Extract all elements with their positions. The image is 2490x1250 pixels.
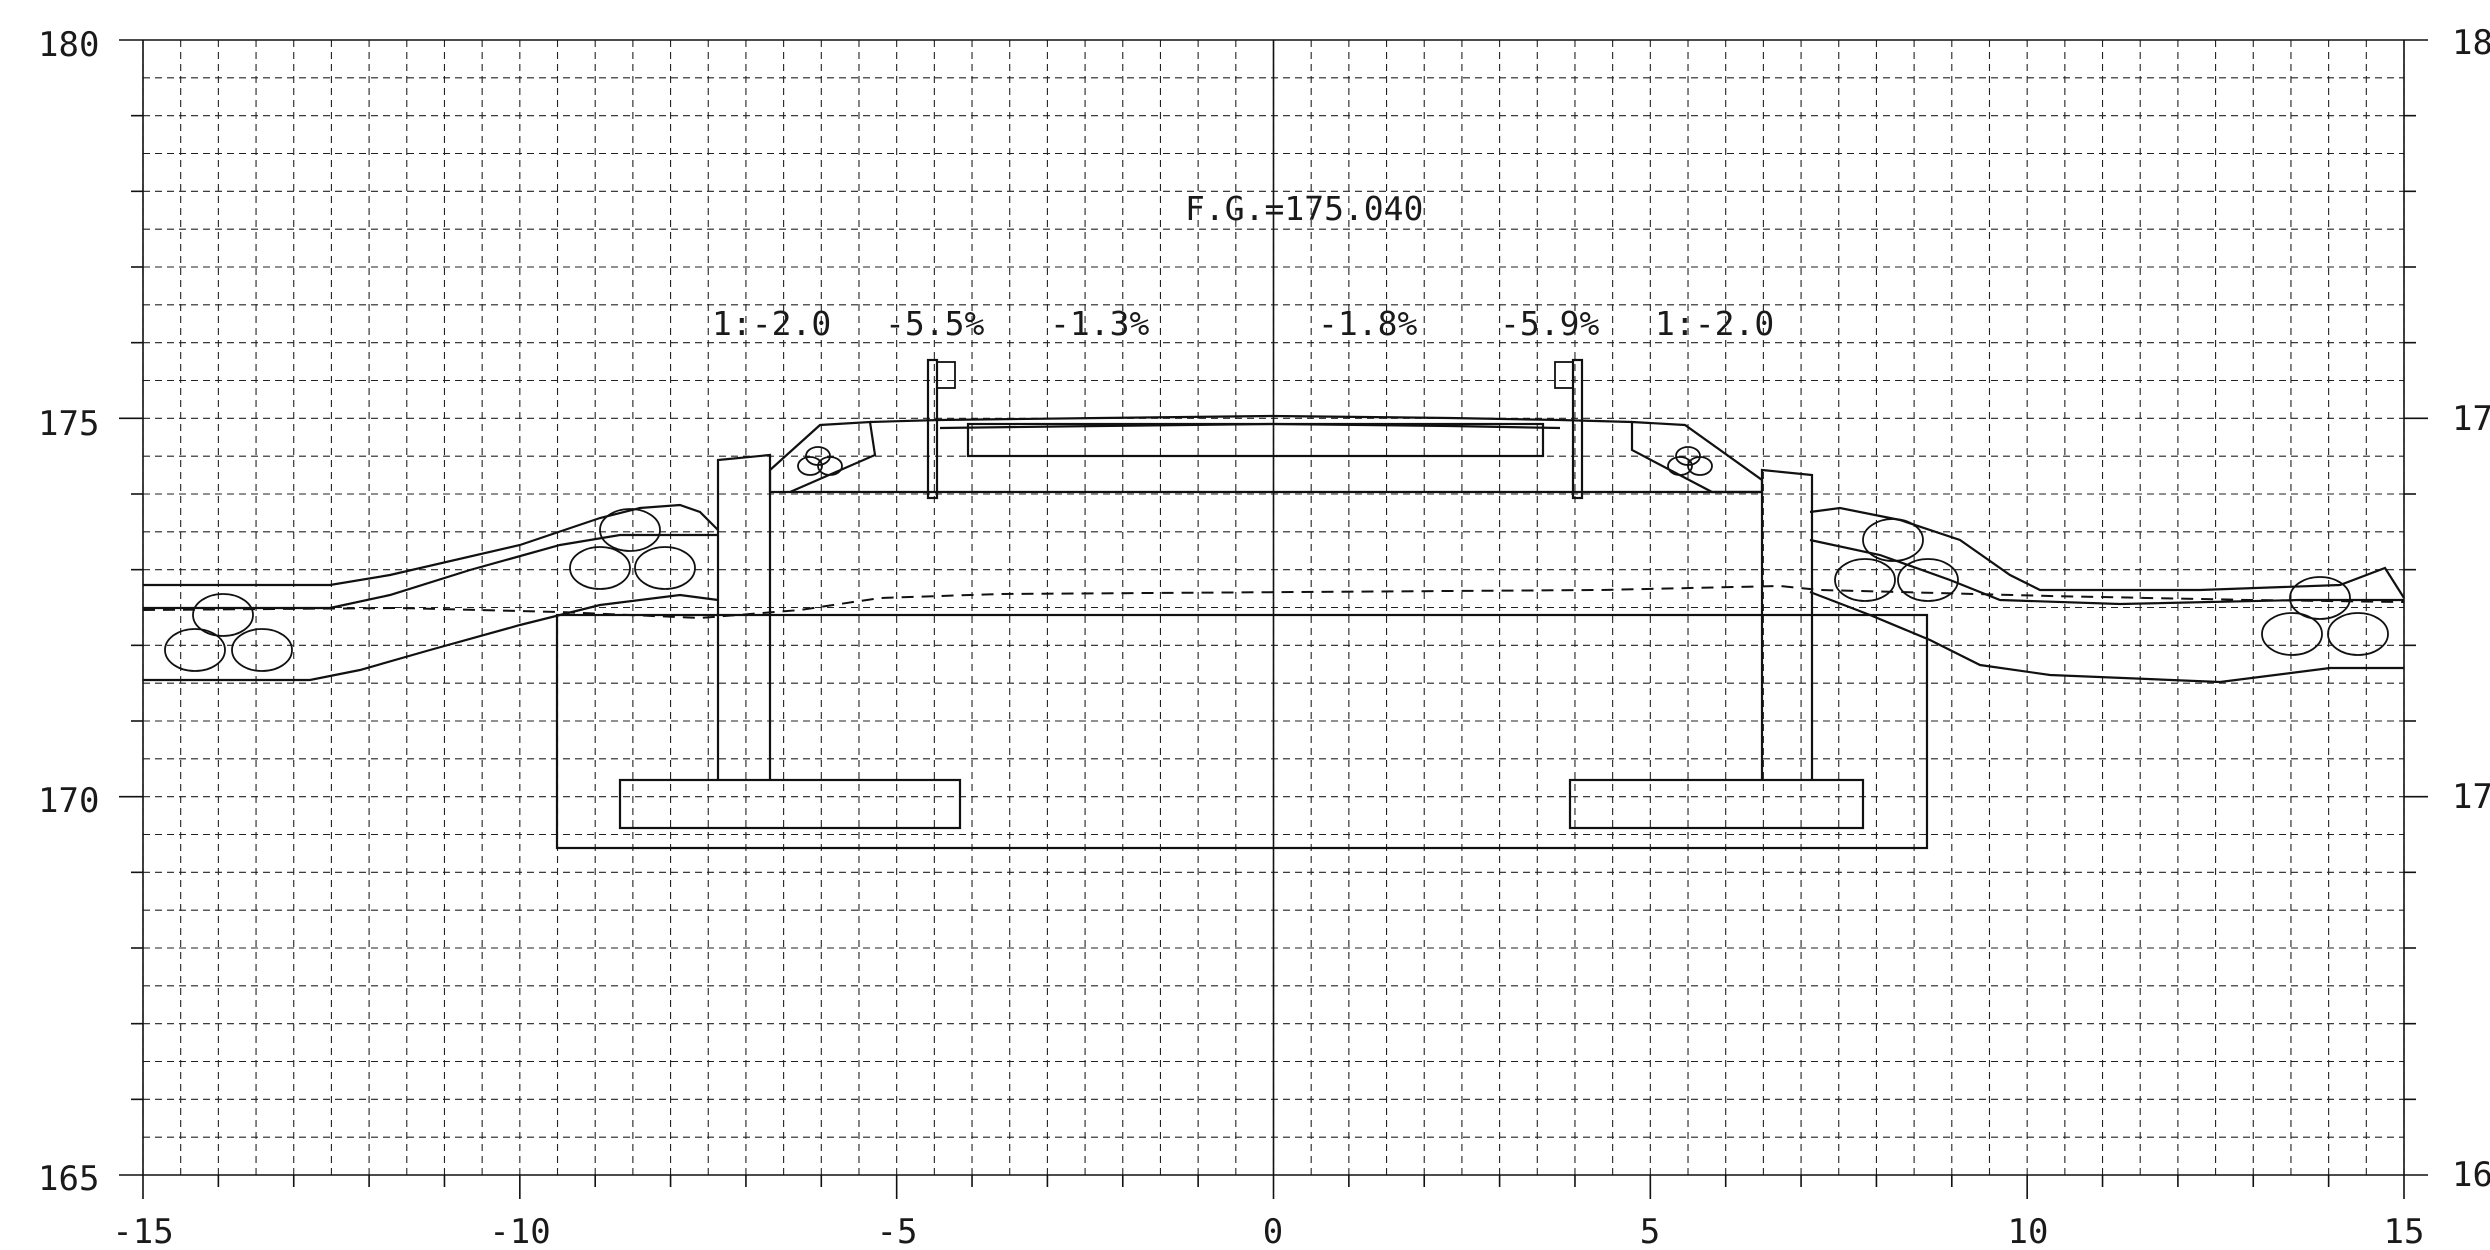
approach-slab-left: [768, 420, 877, 494]
original-ground-right: [1809, 590, 2404, 684]
y-tick-label-right: 17: [2452, 777, 2490, 817]
annotations: F.G.=175.040 1:-2.0 -5.5% -1.3% -1.8% -5…: [712, 189, 1774, 343]
abutment-wall-left: [716, 453, 772, 780]
x-axis-labels: -15 -10 -5 0 5 10 15: [112, 1212, 2424, 1250]
stone: [634, 546, 696, 590]
stone: [2327, 612, 2389, 656]
x-tick-label: 0: [1263, 1212, 1283, 1250]
x-tick-label: 10: [2008, 1212, 2049, 1250]
x-tick-label: 15: [2384, 1212, 2425, 1250]
original-ground-left: [143, 593, 719, 682]
fill-slope-lower-left: [143, 533, 718, 610]
y-tick-label-right: 17: [2452, 399, 2490, 439]
y-axis-labels-left: 180 175 170 165: [38, 25, 99, 1199]
stone: [599, 508, 661, 552]
fill-slope-upper-left: [143, 503, 719, 587]
stone: [164, 628, 226, 672]
fill-slope-upper-right: [1809, 506, 2405, 599]
stone: [1687, 456, 1713, 476]
x-tick-label: -10: [489, 1212, 550, 1250]
x-tick-label: -5: [877, 1212, 918, 1250]
grade-label-right-outer: -5.9%: [1500, 304, 1599, 343]
fill-slope-lower-right: [1809, 538, 2404, 606]
stone: [1897, 558, 1959, 602]
y-tick-label: 165: [38, 1159, 99, 1199]
slope-label-left: 1:-2.0: [712, 304, 831, 343]
stone: [1834, 558, 1896, 602]
railing-post-right: [1571, 358, 1584, 500]
deck-inner-panel: [966, 422, 1545, 458]
footing-right: [1568, 778, 1865, 830]
y-tick-label-right: 16: [2452, 1155, 2490, 1195]
grade-label-right-inner: -1.8%: [1318, 304, 1417, 343]
x-tick-label: 5: [1640, 1212, 1660, 1250]
footing-left: [618, 778, 962, 830]
bridge-structure: [555, 358, 1929, 850]
stone: [569, 546, 631, 590]
y-tick-label: 180: [38, 25, 99, 65]
axis-ticks: [119, 39, 2428, 1199]
stone: [231, 628, 293, 672]
road-surface-top: [869, 414, 1633, 424]
fg-label: F.G.=175.040: [1185, 189, 1423, 228]
y-tick-label-right: 18: [2452, 23, 2490, 63]
railing-detail-left: [936, 361, 956, 389]
riprap-stones: [164, 446, 2389, 672]
stone: [192, 593, 254, 637]
y-tick-label: 175: [38, 404, 99, 444]
abutment-wall-right: [1760, 468, 1814, 780]
slope-label-right: 1:-2.0: [1655, 304, 1774, 343]
railing-detail-right: [1554, 361, 1574, 389]
railing-post-left: [926, 358, 939, 500]
approach-slab-right: [1630, 420, 1764, 494]
y-axis-labels-right: 18 17 17 16: [2452, 23, 2490, 1195]
stone: [2289, 576, 2351, 620]
x-tick-label: -15: [112, 1212, 173, 1250]
y-tick-label: 170: [38, 781, 99, 821]
stone: [2261, 612, 2323, 656]
stone: [797, 456, 823, 476]
stone: [1862, 518, 1924, 562]
grade-label-left-inner: -1.3%: [1050, 304, 1149, 343]
grade-label-left-outer: -5.5%: [885, 304, 984, 343]
excavation-outline: [555, 613, 1929, 850]
